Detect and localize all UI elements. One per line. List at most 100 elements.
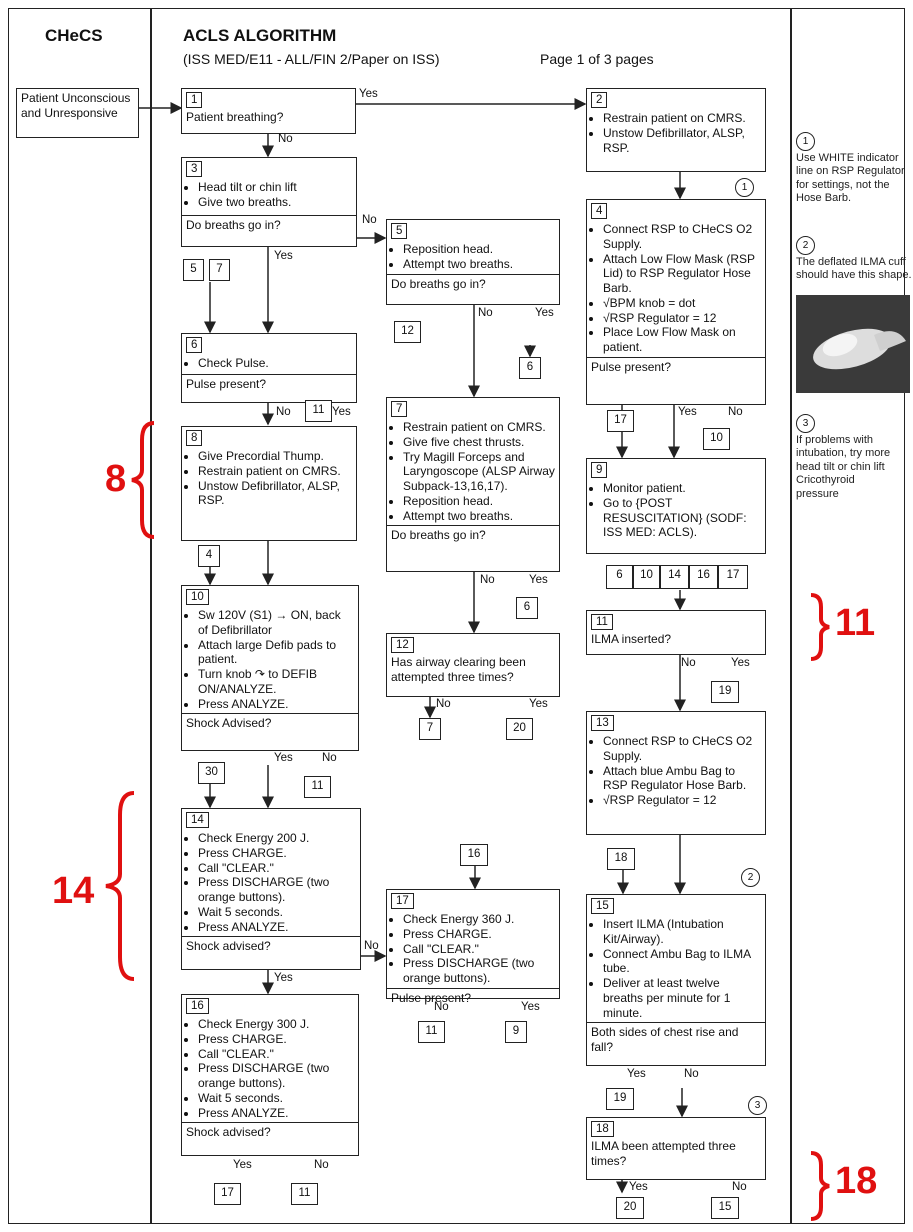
label-yes: Yes (678, 406, 697, 418)
step-6-box: 6 Check Pulse. Pulse present? (181, 333, 357, 403)
step-item: Press ANALYZE. (198, 920, 356, 935)
step-item: Go to {POST RESUSCITATION} (SODF: ISS ME… (603, 496, 761, 540)
label-no: No (278, 133, 293, 145)
ref-box-5: 5 (183, 259, 204, 281)
step-item: Call "CLEAR." (198, 861, 356, 876)
ref-box-19: 19 (711, 681, 739, 703)
note-2-text: The deflated ILMA cuff should have this … (796, 256, 912, 282)
ref-box-10: 10 (633, 565, 660, 589)
step-5-box: 5 Reposition head. Attempt two breaths. … (386, 219, 560, 305)
step-question: Shock Advised? (182, 713, 358, 733)
step-18-box: 18 ILMA been attempted three times? (586, 1117, 766, 1180)
step-question: Shock advised? (182, 936, 360, 956)
step-item: Attach blue Ambu Bag to RSP Regulator Ho… (603, 764, 761, 794)
step-question: ILMA been attempted three times? (591, 1139, 736, 1168)
step-item: Attempt two breaths. (403, 257, 555, 272)
step-item: Reposition head. (403, 242, 555, 257)
step-item: Give five chest thrusts. (403, 435, 555, 450)
label-yes: Yes (274, 972, 293, 984)
page-title: ACLS ALGORITHM (183, 26, 337, 45)
step-9-box: 9 Monitor patient. Go to {POST RESUSCITA… (586, 458, 766, 554)
step-4-box: 4 Connect RSP to CHeCS O2 Supply. Attach… (586, 199, 766, 405)
step-question: Do breaths go in? (182, 214, 356, 235)
step-item: Try Magill Forceps and Laryngoscope (ALS… (403, 450, 555, 494)
step-1-box: 1 Patient breathing? (181, 88, 356, 134)
step-item: Unstow Defibrillator, ALSP, RSP. (603, 126, 761, 156)
step-item: Deliver at least twelve breaths per minu… (603, 976, 761, 1020)
label-no: No (478, 307, 493, 319)
ref-box-17: 17 (214, 1183, 241, 1205)
step-question: Do breaths go in? (387, 525, 559, 545)
step-number: 16 (186, 998, 209, 1014)
label-yes: Yes (529, 698, 548, 710)
ref-box-14: 14 (660, 565, 689, 589)
label-yes: Yes (274, 250, 293, 262)
label-yes: Yes (521, 1001, 540, 1013)
column-divider-right (790, 8, 792, 1224)
label-no: No (681, 657, 696, 669)
step-item: Sw 120V (S1) → ON, back of Defibrillator (198, 608, 354, 638)
annotation-11: 11 (835, 602, 876, 644)
label-yes: Yes (233, 1159, 252, 1171)
step-3-box: 3 Head tilt or chin lift Give two breath… (181, 157, 357, 247)
step-item: Restrain patient on CMRS. (198, 464, 352, 479)
note-3-icon: 3 (796, 414, 815, 433)
note-3-text: If problems with intubation, try more he… (796, 434, 891, 500)
step-number: 6 (186, 337, 203, 353)
step-number: 9 (591, 462, 608, 478)
annotation-11-brace (810, 593, 830, 661)
step-question: Pulse present? (387, 987, 559, 1008)
step-item: √RSP Regulator = 12 (603, 311, 761, 326)
step-item: Check Energy 360 J. (403, 912, 555, 927)
step-item: Unstow Defibrillator, ALSP, RSP. (198, 479, 352, 509)
label-yes: Yes (535, 307, 554, 319)
step-item: Attempt two breaths. (403, 509, 555, 524)
note-1-text: Use WHITE indicator line on RSP Regulato… (796, 152, 905, 205)
annotation-8: 8 (105, 458, 127, 500)
ref-box-9: 9 (505, 1021, 527, 1043)
step-17-box: 17 Check Energy 360 J. Press CHARGE. Cal… (386, 889, 560, 1005)
step-question: ILMA inserted? (591, 632, 672, 646)
step-question: Pulse present? (587, 356, 765, 377)
ref-box-11: 11 (418, 1021, 445, 1043)
ref-box-10: 10 (703, 428, 730, 450)
step-number: 8 (186, 430, 203, 446)
ref-box-17: 17 (607, 410, 634, 432)
step-8-box: 8 Give Precordial Thump. Restrain patien… (181, 426, 357, 541)
label-yes: Yes (627, 1068, 646, 1080)
ref-box-11: 11 (304, 776, 331, 798)
step-item: Attach large Defib pads to patient. (198, 638, 354, 668)
step-item: Attach Low Flow Mask (RSP Lid) to RSP Re… (603, 252, 761, 296)
ref-box-20: 20 (616, 1197, 644, 1219)
ref-box-6: 6 (519, 357, 541, 379)
step-number: 17 (391, 893, 414, 909)
step-item: √RSP Regulator = 12 (603, 793, 761, 808)
step-number: 1 (186, 92, 203, 108)
label-yes: Yes (274, 752, 293, 764)
note-2-icon: 2 (796, 236, 815, 255)
step-item: Connect RSP to CHeCS O2 Supply. (603, 734, 761, 764)
start-text: Patient Unconscious and Unresponsive (21, 91, 131, 120)
annotation-14: 14 (52, 870, 95, 912)
step-question: Do breaths go in? (387, 273, 559, 294)
ref-box-7: 7 (419, 718, 441, 740)
step-12-box: 12 Has airway clearing been attempted th… (386, 633, 560, 697)
step-item: Check Pulse. (198, 356, 352, 371)
annotation-18-brace (810, 1151, 830, 1221)
ref-box-7: 7 (209, 259, 230, 281)
ref-box-20: 20 (506, 718, 533, 740)
label-no: No (276, 406, 291, 418)
ref-box-18: 18 (607, 848, 635, 870)
step-14-box: 14 Check Energy 200 J. Press CHARGE. Cal… (181, 808, 361, 970)
label-no: No (314, 1159, 329, 1171)
annotation-18: 18 (835, 1160, 878, 1202)
page-subtitle: (ISS MED/E11 - ALL/FIN 2/Paper on ISS) (183, 51, 440, 67)
step-number: 11 (591, 614, 613, 630)
step-item: Check Energy 300 J. (198, 1017, 354, 1032)
step-item: Turn knob ↷ to DEFIB ON/ANALYZE. (198, 667, 354, 697)
step-item: Give Precordial Thump. (198, 449, 352, 464)
step-item: Restrain patient on CMRS. (603, 111, 761, 126)
ref-box-16: 16 (689, 565, 718, 589)
label-no: No (480, 574, 495, 586)
